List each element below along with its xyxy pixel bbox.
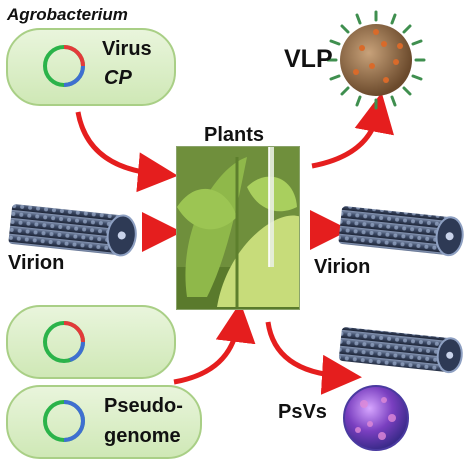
agrobacterium-cell-middle [6, 305, 176, 379]
plants-label: Plants [204, 124, 265, 146]
virion-left-label: Virion [8, 252, 65, 274]
psv-particle-icon [343, 385, 409, 451]
arrow-plants-to-vlp [311, 92, 394, 169]
arrow-plants-to-psvs [265, 321, 362, 395]
arrow-pseudogenome-to-plants [173, 302, 256, 385]
vlp-particle-icon [326, 10, 426, 110]
pseudo-label: Pseudo- [104, 395, 183, 417]
psvs-label: PsVs [278, 401, 327, 423]
virion-rod-right [338, 206, 464, 257]
agrobacterium-label: Agrobacterium [7, 5, 128, 24]
agrobacterium-cell-bottom [6, 385, 202, 459]
arrow-agro-to-plants [75, 111, 178, 193]
agrobacterium-cell-top [6, 28, 176, 106]
virion-right-label: Virion [314, 256, 371, 278]
plant-photo [176, 146, 300, 310]
virion-rod-left [8, 204, 137, 257]
plasmid-icon-middle [43, 321, 85, 363]
virus-label: Virus [102, 38, 152, 60]
cp-label: CP [104, 67, 132, 89]
genome-label: genome [104, 425, 181, 447]
plasmid-icon-bottom [43, 400, 85, 442]
pseudovirion-rod [338, 327, 463, 374]
plasmid-icon-top [43, 45, 85, 87]
vlp-label: VLP [284, 45, 333, 73]
